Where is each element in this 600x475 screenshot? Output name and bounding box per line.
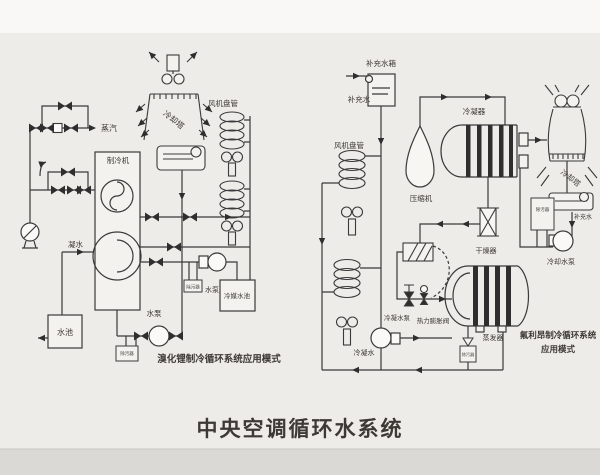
right-diagram: 补充水箱 补充水 风机盘管 压缩机: [318, 58, 598, 374]
makeup-tank-label: 补充水箱: [366, 58, 396, 68]
paper-area: [0, 33, 600, 449]
strainer-mid-box: [183, 279, 203, 293]
top-strip: [0, 0, 600, 33]
left-diagram: 制冷机 冷却塔 风机盘管: [20, 49, 281, 365]
evaporator-icon: [444, 265, 529, 333]
makeup-tank-icon: [364, 73, 396, 107]
water-pool-box: [47, 314, 83, 349]
right-caption-line1: 氟利昂制冷循环系统: [520, 330, 597, 340]
condensate-pump-icon: [370, 327, 401, 349]
pump-mid-icon: [198, 252, 227, 272]
condensate-label-right: 冷凝水: [354, 348, 375, 357]
chilled-water-pool-label: 冷媒水池: [224, 291, 251, 300]
strainer-pump-box: [530, 197, 555, 231]
strainer-evap-label: 除污器: [462, 351, 475, 358]
evaporator-label: 蒸发器: [483, 333, 504, 342]
condensate-pump-label: 冷凝水泵: [384, 313, 411, 322]
cooling-pump-label: 冷却水泵: [547, 257, 575, 266]
pressure-gauge-icon: [20, 222, 40, 249]
pump-bottom-icon: [148, 325, 170, 347]
heat-exchanger-icon: [402, 242, 434, 262]
cooling-tower-right: [536, 84, 598, 211]
water-pool-label: 水池: [57, 327, 73, 337]
cooling-tower-left: [135, 51, 213, 171]
makeup-water-label: 补充水: [348, 94, 371, 104]
steam-meter-icon: [52, 122, 63, 134]
strainer-mid-label: 除污器: [186, 284, 200, 291]
condenser-label: 冷凝器: [463, 106, 486, 116]
page-title: 中央空调循环水系统: [197, 417, 404, 441]
expansion-valve-label: 热力膨胀阀: [417, 316, 450, 325]
fan-coil-left-label: 风机盘管: [208, 98, 238, 108]
right-caption-line2: 应用模式: [541, 344, 576, 354]
compressor-icon: [405, 124, 435, 188]
tower-makeup-label: 补充水: [574, 213, 592, 221]
compressor-label: 压缩机: [410, 193, 433, 203]
cooling-pump-icon: [548, 230, 574, 252]
left-caption: 溴化锂制冷循环系统应用模式: [157, 353, 281, 365]
dryer-icon: [477, 207, 499, 237]
condensate-label: 凝水: [68, 239, 83, 249]
strainer-bottom-box: [115, 345, 139, 362]
pump-bottom-label: 水泵: [147, 308, 162, 318]
chilled-water-pool-box: [219, 279, 256, 312]
fan-coil-left: [219, 111, 245, 246]
condenser-icon: [440, 124, 529, 178]
pump-mid-label: 水泵: [205, 285, 219, 294]
strainer-pump-label: 除污器: [536, 206, 550, 213]
fan-coil-right: [333, 149, 366, 346]
fan-coil-right-label: 风机盘管: [334, 140, 364, 150]
strainer-bottom-label: 除污器: [120, 350, 134, 357]
strainer-evap-box: [459, 337, 477, 363]
chiller-label: 制冷机: [107, 155, 130, 165]
expansion-valve-icon: [403, 284, 429, 307]
chiller-unit: [92, 151, 142, 311]
steam-label: 蒸汽: [101, 123, 117, 133]
dryer-label: 干燥器: [476, 246, 497, 255]
bottom-strip: [0, 449, 600, 475]
